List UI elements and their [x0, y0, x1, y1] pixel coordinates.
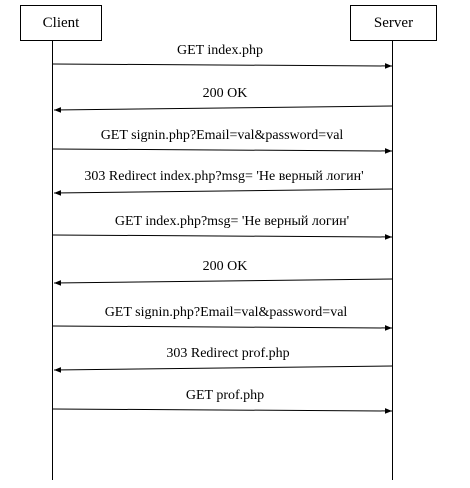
message-label-3: GET signin.php?Email=val&password=val	[100, 128, 344, 143]
message-label-9: GET prof.php	[185, 388, 265, 403]
server-actor-label: Server	[373, 14, 414, 31]
client-actor-box: Client	[20, 5, 102, 41]
message-arrow-8	[53, 365, 394, 373]
message-arrow-1	[52, 63, 393, 69]
message-label-8: 303 Redirect prof.php	[166, 346, 290, 361]
message-label-5: GET index.php?msg= 'Не верный логин'	[114, 214, 350, 229]
client-actor-label: Client	[42, 14, 80, 31]
message-arrow-2	[53, 105, 394, 113]
server-lifeline	[392, 41, 393, 480]
message-arrow-3	[52, 148, 393, 154]
message-arrow-9	[52, 408, 393, 414]
message-arrow-5	[52, 234, 393, 240]
server-actor-box: Server	[350, 5, 437, 41]
message-arrow-7	[52, 325, 393, 331]
message-label-7: GET signin.php?Email=val&password=val	[104, 305, 348, 320]
message-label-4: 303 Redirect index.php?msg= 'Не верный л…	[84, 169, 364, 184]
message-label-1: GET index.php	[176, 43, 264, 58]
client-lifeline	[52, 41, 53, 480]
message-label-2: 200 OK	[202, 86, 248, 101]
message-label-6: 200 OK	[202, 259, 248, 274]
message-arrow-6	[53, 278, 394, 286]
message-arrow-4	[53, 188, 394, 196]
